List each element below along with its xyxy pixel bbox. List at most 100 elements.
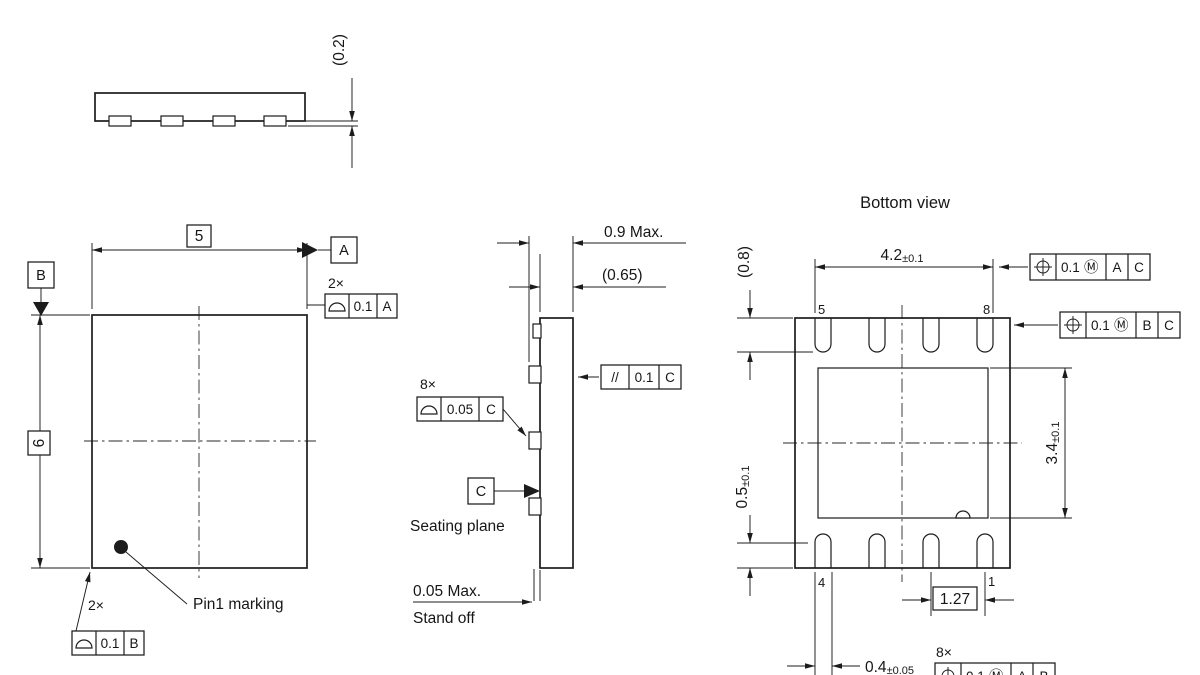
fcf-tolerance: 0.1 (966, 669, 985, 675)
dim-lead-length: (0.8) (736, 246, 813, 380)
mmc-modifier: Ⓜ (989, 668, 1004, 675)
lead (160, 115, 184, 127)
qty-label: 8× (420, 376, 436, 392)
dim-edge-lead-label: 0.5±0.1 (734, 466, 752, 509)
top-view: 5 A 2× 0.1 A B (27, 224, 398, 656)
seating-plane-label: Seating plane (410, 518, 505, 535)
fcf-parallelism: // 0.1 C (578, 364, 682, 390)
lead (922, 318, 940, 353)
datum-a-flag: A (302, 236, 358, 264)
dim-body-ref-label: (0.65) (602, 267, 643, 284)
package-outline (91, 314, 308, 569)
fcf-datum: A (382, 299, 391, 314)
dim-height-max-label: 0.9 Max. (604, 224, 663, 241)
dim-pitch-label: 1.27 (940, 591, 970, 608)
lead (108, 115, 132, 127)
front-side-view: (0.2) (94, 34, 358, 168)
exposed-pad-outline (817, 367, 989, 519)
fcf-tolerance: 0.1 (101, 636, 120, 651)
datum-triangle-icon (524, 484, 540, 498)
fcf-tolerance: 0.05 (447, 402, 473, 417)
package-body-outline (94, 92, 306, 122)
dim-pitch: 1.27 (902, 572, 1014, 616)
bottom-view: Bottom view 5 8 4 1 4.2±0.1 (734, 194, 1181, 675)
dim-epad-width-label: 3.4±0.1 (1044, 422, 1062, 465)
standoff-label: Stand off (413, 610, 475, 627)
fcf-datum: C (486, 402, 496, 417)
lead (868, 318, 886, 353)
dim-body-ref: (0.65) (509, 254, 666, 312)
dim-lead-thickness-label: (0.2) (331, 34, 348, 66)
fcf-datum-1: A (1112, 260, 1121, 275)
fcf-lead-profile: 8× 0.05 C (416, 376, 527, 437)
pin-number-1: 1 (988, 574, 995, 589)
fcf-datum-1: A (1017, 669, 1026, 675)
pin-number-8: 8 (983, 302, 990, 317)
dim-epad-width: 3.4±0.1 (990, 367, 1072, 519)
dim-lead-span: 4.2±0.1 (814, 247, 994, 313)
fcf-tolerance: 0.1 (354, 299, 373, 314)
lead (868, 533, 886, 568)
dim-lead-width: 0.4±0.05 (787, 572, 914, 675)
qty-label: 2× (88, 597, 104, 613)
lead (263, 115, 287, 127)
bottom-view-title: Bottom view (860, 194, 950, 212)
datum-b-label: B (36, 268, 46, 284)
mmc-modifier: Ⓜ (1114, 317, 1129, 334)
lead (532, 323, 542, 339)
dim-height-label: 6 (31, 439, 48, 448)
datum-c-flag: C Seating plane (410, 477, 540, 535)
parallelism-symbol: // (611, 370, 619, 385)
dim-lead-thickness: (0.2) (288, 34, 358, 168)
fcf-position-edge: 0.1 Ⓜ B C (1014, 311, 1181, 339)
datum-triangle-icon (302, 242, 318, 258)
lead (528, 365, 542, 384)
top-lead-row (814, 318, 994, 353)
dim-height-max: 0.9 Max. (497, 224, 686, 362)
qty-label: 8× (936, 644, 952, 660)
fcf-tolerance: 0.1 (635, 370, 654, 385)
lead (922, 533, 940, 568)
datum-triangle-icon (33, 302, 49, 316)
datum-b-flag: B (27, 261, 55, 316)
fcf-profile-top: 2× 0.1 A (307, 275, 398, 319)
pin1-dot-icon (114, 540, 128, 554)
lead (528, 431, 542, 450)
bottom-lead-row (814, 533, 994, 568)
fcf-datum-1: B (1142, 318, 1151, 333)
pin-number-4: 4 (818, 575, 825, 590)
pin1-marking: Pin1 marking (114, 540, 283, 613)
dim-lead-length-label: (0.8) (736, 246, 753, 278)
qty-label: 2× (328, 275, 344, 291)
dim-edge-lead: 0.5±0.1 (734, 466, 808, 596)
fcf-datum-2: B (1039, 669, 1048, 675)
exposed-pad-notch (955, 510, 971, 519)
fcf-tolerance: 0.1 (1091, 318, 1110, 333)
lead (976, 533, 994, 568)
profile-of-surface-icon (328, 302, 346, 312)
package-body-outline (539, 317, 574, 569)
standoff-value: 0.05 Max. (413, 583, 481, 600)
lead (528, 497, 542, 516)
fcf-datum: C (665, 370, 675, 385)
datum-a-label: A (339, 243, 349, 259)
dim-height: 6 (27, 314, 90, 569)
package-outline (794, 317, 1011, 569)
position-symbol-icon (941, 667, 955, 675)
lead (814, 318, 832, 353)
dim-lead-width-label: 0.4±0.05 (865, 659, 914, 675)
position-symbol-icon (1064, 316, 1082, 334)
dim-width-label: 5 (195, 228, 204, 245)
side-view: 0.9 Max. (0.65) // 0.1 C 8× 0.05 C (410, 224, 686, 627)
profile-of-surface-icon (420, 405, 438, 415)
fcf-datum-2: C (1164, 318, 1174, 333)
fcf-datum: B (129, 636, 138, 651)
lead (212, 115, 236, 127)
fcf-position-span: 0.1 Ⓜ A C (999, 253, 1151, 281)
pin-number-5: 5 (818, 302, 825, 317)
dim-lead-span-label: 4.2±0.1 (881, 247, 924, 265)
dim-width: 5 (91, 224, 308, 309)
fcf-position-lead: 8× 0.1 Ⓜ A B (934, 644, 1056, 675)
position-symbol-icon (1034, 258, 1052, 276)
